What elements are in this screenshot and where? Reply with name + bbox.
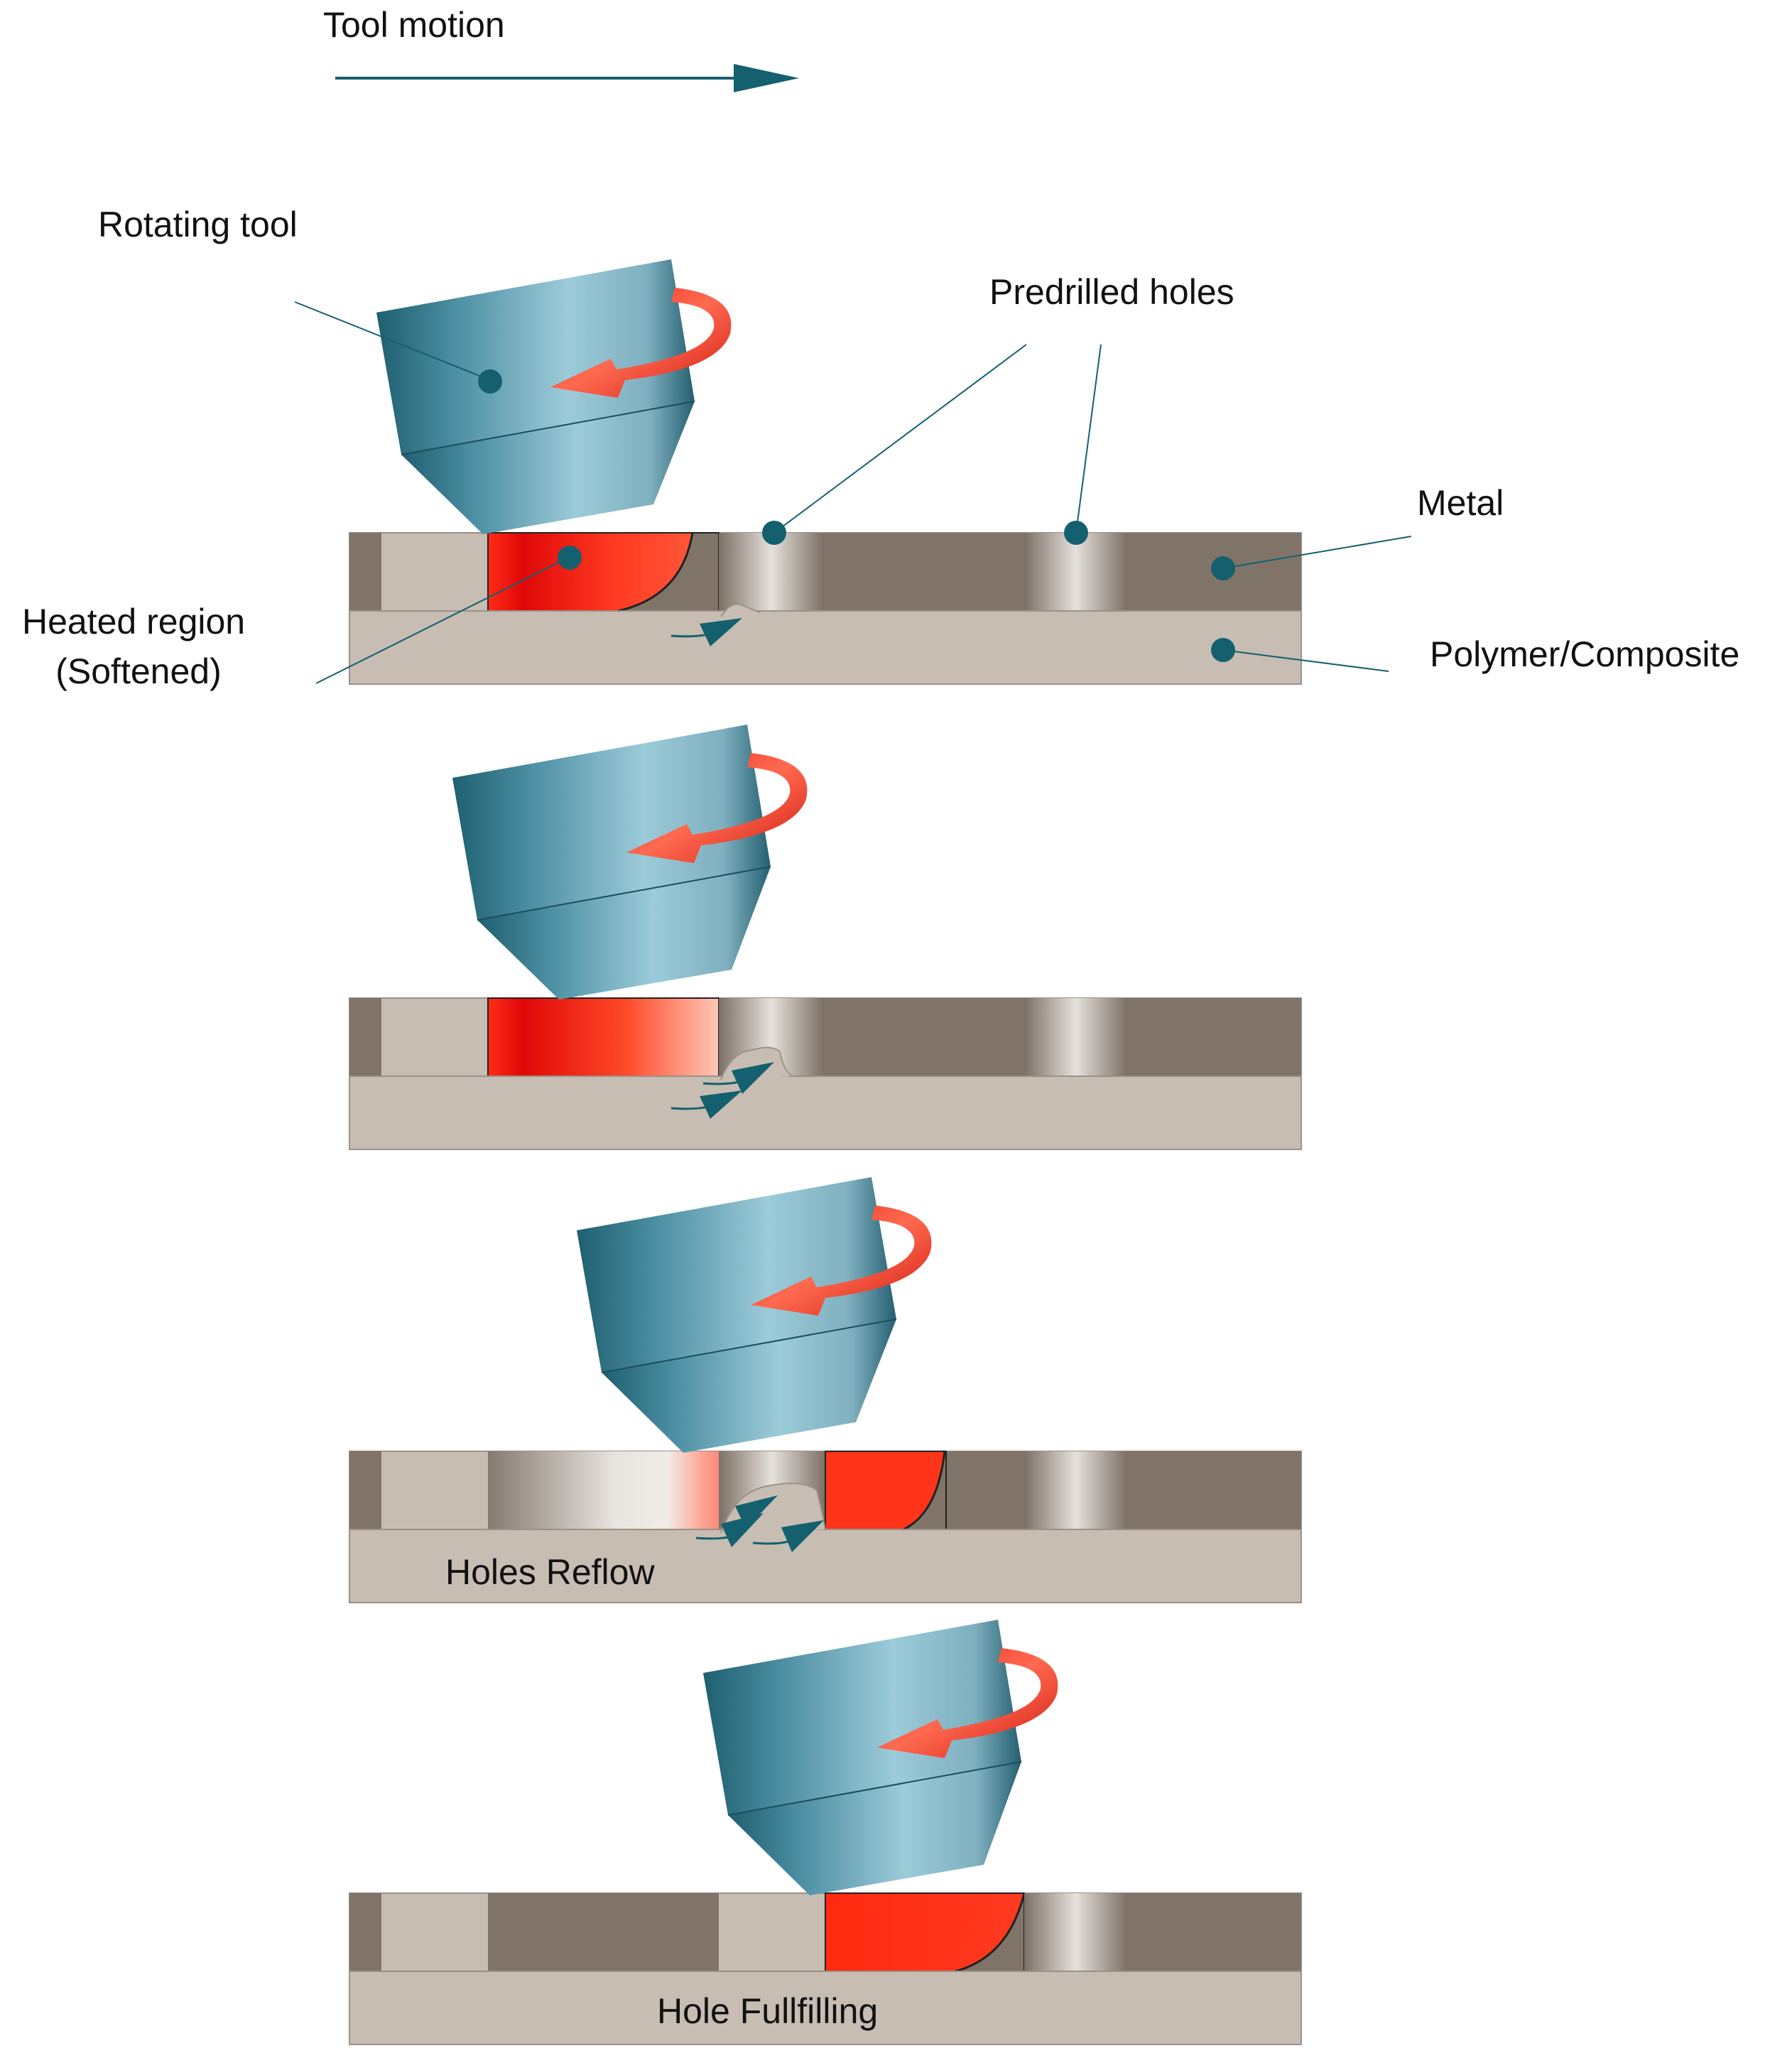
workpiece [349, 532, 1302, 685]
rotating-tool [452, 725, 808, 1000]
tool-shoulder [577, 1177, 896, 1372]
metal-segment [824, 533, 1024, 611]
metal-segment [824, 998, 1024, 1076]
rotating-tool-label: Rotating tool [98, 205, 298, 244]
heated-region [487, 997, 719, 1077]
reflowed-region [488, 1451, 719, 1529]
metal-label: Metal [1417, 483, 1504, 523]
tool-shoulder [452, 725, 771, 920]
rotation-arrow-icon [877, 1648, 1058, 1758]
metal-segment [488, 1893, 719, 1971]
heated-front [618, 533, 719, 611]
predrilled-hole-marker [762, 521, 786, 545]
tool-motion-arrow-head [734, 64, 799, 92]
rotating-tool [703, 1620, 1058, 1895]
predrilled-hole [1024, 533, 1127, 611]
predrilled-hole-marker [1064, 521, 1088, 545]
heated-region-marker [558, 546, 582, 570]
metal-segment [1127, 1893, 1301, 1971]
metal-segment [1127, 1451, 1301, 1529]
rotation-arrow-icon [751, 1206, 932, 1316]
workpiece [349, 997, 1302, 1150]
tool-shoulder [376, 259, 695, 455]
metal-segment [349, 1893, 381, 1971]
polymer-composite-label: Polymer/Composite [1430, 634, 1739, 674]
metal-segment [1127, 998, 1301, 1076]
rotating-tool [376, 259, 732, 534]
tool-tip [602, 1319, 896, 1453]
predrilled-hole [1024, 1451, 1127, 1529]
tool-shoulder [703, 1620, 1021, 1815]
metal-segment [349, 998, 381, 1076]
predrilled-hole [1024, 1893, 1127, 1971]
tool-tip [728, 1762, 1021, 1895]
rotating-tool-marker [478, 369, 502, 394]
metal-segment [349, 1451, 381, 1529]
flow-arrow [670, 618, 742, 646]
rotation-arrow-icon [550, 288, 732, 398]
metal-segment [349, 533, 381, 611]
rotating-tool [577, 1177, 932, 1453]
stage-2 [349, 725, 1302, 1150]
tool-motion-indicator: Tool motion [323, 5, 799, 92]
metal-marker [1211, 556, 1235, 580]
stage-4: Hole Fullfilling [349, 1620, 1302, 2045]
workpiece [349, 1451, 1302, 1603]
heated-region-label: Heated region (Softened) [22, 602, 255, 691]
hole-fullfilling-label: Hole Fullfilling [657, 1991, 878, 2031]
polymer-bulge [720, 603, 761, 617]
workpiece [349, 1892, 1302, 2045]
predrilled-hole [1024, 998, 1127, 1076]
flow-arrows [695, 1495, 824, 1552]
predrilled-hole [719, 533, 824, 611]
polymer-composite-marker [1211, 638, 1235, 662]
stage-1 [349, 259, 1302, 685]
rotation-arrow-icon [626, 753, 808, 863]
callouts: Rotating tool Predrilled holes Metal Hea… [22, 205, 1739, 691]
holes-reflow-label: Holes Reflow [445, 1552, 655, 1592]
tool-motion-label: Tool motion [323, 5, 505, 45]
predrilled-holes-label: Predrilled holes [989, 272, 1234, 312]
tool-tip [401, 401, 695, 534]
flow-arrows [670, 1062, 774, 1119]
heated-front [955, 1893, 1024, 1971]
tool-tip [477, 867, 771, 1000]
stage-3: Holes Reflow [349, 1177, 1302, 1603]
heated-front [903, 1451, 1024, 1529]
